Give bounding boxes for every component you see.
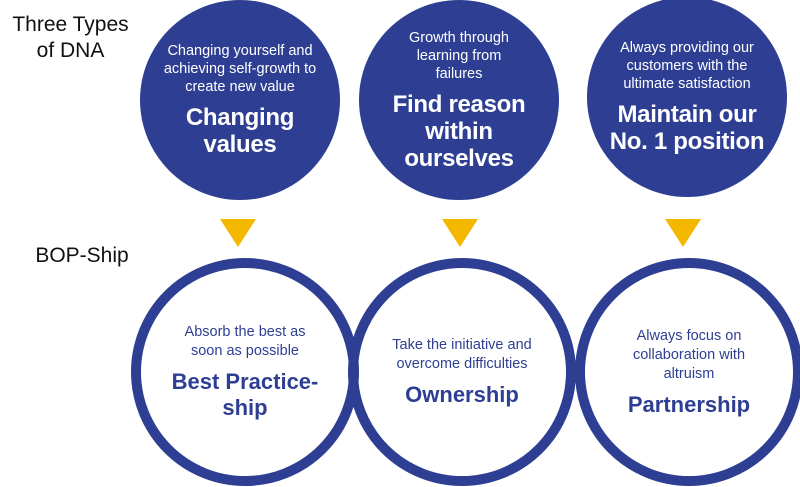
arrow-down-icon xyxy=(665,219,701,247)
dna-1-description: Changing yourself and achieving self-gro… xyxy=(163,43,317,95)
dna-circle-3: Always providing our customers with the … xyxy=(587,0,787,197)
dna-2-title: Find reason within ourselves xyxy=(392,90,526,172)
dna-3-title: Maintain our No. 1 position xyxy=(609,101,765,155)
dna-3-description: Always providing our customers with the … xyxy=(620,40,754,92)
bop-1-description: Absorb the best as soon as possible xyxy=(184,324,306,359)
bop-circle-1: Absorb the best as soon as possible Best… xyxy=(131,258,359,486)
arrow-down-icon xyxy=(442,219,478,247)
dna-circle-2: Growth through learning from failures Fi… xyxy=(359,0,559,200)
bop-circle-3: Always focus on collaboration with altru… xyxy=(575,258,800,486)
bop-ship-label: BOP-Ship xyxy=(35,244,129,267)
three-types-of-dna-label: Three Types of DNA xyxy=(12,13,129,62)
bop-2-description: Take the initiative and overcome difficu… xyxy=(392,337,532,372)
dna-1-title: Changing values xyxy=(185,104,295,158)
bop-1-title: Best Practice-ship xyxy=(171,369,319,420)
arrow-down-icon xyxy=(220,219,256,247)
bop-circle-2: Take the initiative and overcome difficu… xyxy=(348,258,576,486)
bop-3-title: Partnership xyxy=(627,391,751,417)
bop-2-title: Ownership xyxy=(405,382,519,407)
bop-3-description: Always focus on collaboration with altru… xyxy=(632,327,746,382)
dna-2-description: Growth through learning from failures xyxy=(409,29,509,82)
dna-circle-1: Changing yourself and achieving self-gro… xyxy=(140,0,340,200)
